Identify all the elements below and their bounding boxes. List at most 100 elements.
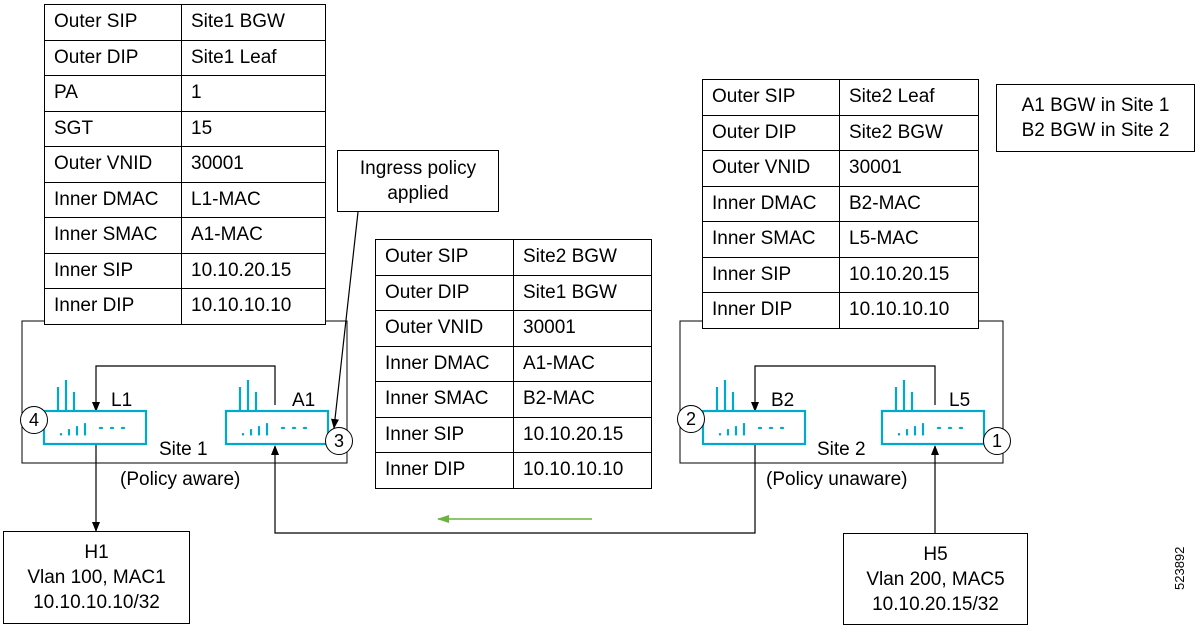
field-name: Outer DIP: [44, 39, 182, 76]
legend-box: A1 BGW in Site 1 B2 BGW in Site 2: [996, 84, 1195, 152]
figure-id: 523892: [1172, 546, 1187, 590]
field-name: Outer SIP: [375, 239, 514, 276]
field-value: 1: [181, 75, 326, 112]
field-value: 10.10.20.15: [181, 252, 326, 289]
field-value: 10.10.20.15: [513, 416, 652, 453]
field-value: Site1 Leaf: [181, 39, 326, 76]
step-marker-4: 4: [20, 406, 48, 434]
switch-icon-a1: [224, 380, 330, 446]
field-name: Inner SIP: [44, 252, 182, 289]
field-value: 30001: [181, 146, 326, 183]
step-marker-2: 2: [677, 405, 705, 433]
device-label-l1: L1: [111, 390, 133, 411]
field-value: 15: [181, 110, 326, 147]
field-name: Inner SMAC: [44, 217, 182, 254]
device-label-l5: L5: [949, 390, 971, 411]
host-h5-ip: 10.10.20.15/32: [872, 593, 999, 615]
host-h5-name: H5: [923, 543, 948, 565]
ingress-policy-callout: Ingress policy applied: [337, 150, 499, 212]
field-name: Outer VNID: [375, 310, 514, 347]
field-value: 10.10.10.10: [181, 288, 326, 325]
step-marker-1: 1: [983, 427, 1011, 455]
b2-to-a1-path: [271, 444, 756, 534]
host-h5-vlan: Vlan 200, MAC5: [866, 568, 1005, 590]
field-value: 30001: [839, 150, 979, 187]
host-h1-name: H1: [84, 542, 109, 563]
field-name: Outer VNID: [702, 150, 840, 187]
a1-to-l1-path: [92, 365, 276, 412]
field-name: Outer VNID: [44, 146, 182, 183]
field-name: SGT: [44, 110, 182, 147]
step-marker-3: 3: [325, 427, 353, 455]
field-value: Site2 Leaf: [839, 79, 979, 116]
site2-boundary: [679, 320, 1004, 464]
host-h5-box: H5 Vlan 200, MAC5 10.10.20.15/32: [843, 533, 1028, 625]
field-name: Outer DIP: [702, 114, 840, 151]
legend-line-1: A1 BGW in Site 1: [1021, 95, 1170, 116]
field-name: Inner DMAC: [44, 181, 182, 218]
device-label-b2: B2: [771, 390, 795, 411]
site1-boundary: [21, 320, 348, 464]
field-name: PA: [44, 75, 182, 112]
field-value: Site1 BGW: [181, 4, 326, 41]
field-name: Outer SIP: [44, 4, 182, 41]
field-value: Site1 BGW: [513, 274, 652, 311]
field-value: L1-MAC: [181, 181, 326, 218]
switch-icon-l5: [880, 380, 986, 446]
switch-icon-b2: [701, 380, 807, 446]
switch-icon-l1: [42, 380, 148, 446]
field-name: Inner DMAC: [702, 185, 840, 222]
field-value: A1-MAC: [513, 345, 652, 382]
field-name: Outer DIP: [375, 274, 514, 311]
field-value: 10.10.10.10: [513, 452, 652, 489]
host-h1-ip: 10.10.10.10/32: [33, 592, 160, 613]
site2-policy-label: (Policy unaware): [766, 469, 908, 490]
field-name: Inner DIP: [702, 292, 840, 329]
field-value: 30001: [513, 310, 652, 347]
field-value: B2-MAC: [839, 185, 979, 222]
field-name: Inner DIP: [375, 452, 514, 489]
field-name: Inner SMAC: [375, 381, 514, 418]
field-value: 10.10.10.10: [839, 292, 979, 329]
callout-line-2: applied: [387, 183, 449, 204]
field-value: Site2 BGW: [513, 239, 652, 276]
site2-label: Site 2: [817, 439, 866, 460]
site1-label: Site 1: [159, 439, 208, 460]
field-value: L5-MAC: [839, 221, 979, 258]
device-label-a1: A1: [292, 390, 316, 411]
host-h1-vlan: Vlan 100, MAC1: [27, 567, 166, 588]
field-name: Inner DIP: [44, 288, 182, 325]
field-name: Inner SIP: [702, 256, 840, 293]
legend-line-2: B2 BGW in Site 2: [1021, 120, 1170, 141]
callout-pointer: [331, 211, 359, 429]
field-value: B2-MAC: [513, 381, 652, 418]
l5-to-b2-path: [751, 365, 936, 412]
field-value: A1-MAC: [181, 217, 326, 254]
host-h1-box: H1 Vlan 100, MAC1 10.10.10.10/32: [3, 531, 190, 624]
field-value: 10.10.20.15: [839, 256, 979, 293]
